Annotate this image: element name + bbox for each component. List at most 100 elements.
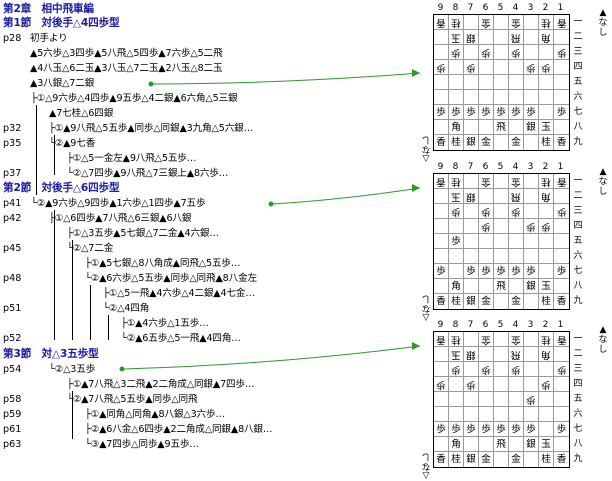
board-square <box>479 90 494 105</box>
board-piece: 歩 <box>479 219 494 234</box>
board-square <box>554 75 569 90</box>
arrow-line <box>270 187 421 205</box>
board-square <box>554 437 569 452</box>
board-square <box>494 362 509 377</box>
gote-mark: ▲ <box>599 325 607 335</box>
board-piece: 歩 <box>509 422 524 437</box>
board-square <box>479 279 494 294</box>
board-square <box>434 45 449 60</box>
page-number: p61 <box>3 424 22 435</box>
column-label: 2 <box>542 3 549 13</box>
board-piece: 桂 <box>539 332 554 347</box>
board-square <box>509 234 524 249</box>
board-square <box>524 234 539 249</box>
column-label: 1 <box>557 3 564 13</box>
board-square <box>494 377 509 392</box>
page-number: p51 <box>3 303 22 314</box>
gote-piece: 銀 <box>466 349 476 360</box>
row-label: 六 <box>573 409 583 419</box>
board-square <box>554 90 569 105</box>
board-piece: 歩 <box>434 377 449 392</box>
gote-piece: 金 <box>511 176 521 187</box>
row-label: 五 <box>573 77 583 87</box>
board-square <box>494 30 509 45</box>
gote-piece: 銀 <box>466 191 476 202</box>
board-piece: 桂 <box>539 135 554 150</box>
gote-piece: 香 <box>436 17 446 28</box>
sente-piece: 歩 <box>466 424 476 435</box>
row-label: 三 <box>573 206 583 216</box>
board-piece: 角 <box>539 30 554 45</box>
board-square <box>539 204 554 219</box>
board-piece: 玉 <box>449 189 464 204</box>
board-piece: 玉 <box>449 30 464 45</box>
board-square <box>464 75 479 90</box>
board-square <box>494 332 509 347</box>
board-piece: 歩 <box>479 204 494 219</box>
board-square <box>494 407 509 422</box>
board-piece: 桂 <box>449 294 464 309</box>
board-piece: 歩 <box>449 105 464 120</box>
board-piece: 歩 <box>524 392 539 407</box>
page-number: p37 <box>3 168 22 179</box>
gote-hand: ▲な し <box>597 8 609 38</box>
gote-mark: ▲ <box>599 167 607 177</box>
gote-piece: 歩 <box>556 47 567 58</box>
page-number: p58 <box>3 394 22 405</box>
row-label: 七 <box>573 266 583 276</box>
sente-piece: 歩 <box>526 424 536 435</box>
board-square <box>524 45 539 60</box>
board-square <box>479 120 494 135</box>
sente-piece: 歩 <box>526 266 536 277</box>
gote-piece: 歩 <box>451 364 461 375</box>
board-square <box>479 189 494 204</box>
board-square <box>464 120 479 135</box>
row-label: 二 <box>573 191 583 201</box>
gote-piece: 飛 <box>511 349 521 360</box>
sente-hand-text: な し <box>421 134 431 154</box>
board-square <box>494 204 509 219</box>
sente-piece: 金 <box>511 454 521 465</box>
page-number: p35 <box>3 138 22 149</box>
sente-piece: 歩 <box>466 107 476 118</box>
board-square <box>434 90 449 105</box>
sente-piece: 歩 <box>481 107 491 118</box>
board-square <box>449 249 464 264</box>
sente-piece: 飛 <box>496 122 506 133</box>
move-line: ├①▲4六歩△1五歩… <box>121 318 209 329</box>
column-label: 3 <box>527 320 534 330</box>
board-square <box>509 437 524 452</box>
sente-piece: 飛 <box>496 439 506 450</box>
gote-piece: 飛 <box>511 191 521 202</box>
row-label: 六 <box>573 92 583 102</box>
board-square <box>464 407 479 422</box>
gote-mark: ▲ <box>599 8 607 18</box>
board-square <box>539 249 554 264</box>
board-square <box>464 15 479 30</box>
arrow-start-dot <box>268 201 274 207</box>
board-square <box>434 407 449 422</box>
board-piece: 歩 <box>509 105 524 120</box>
board-square <box>449 264 464 279</box>
board-square <box>539 45 554 60</box>
board-piece: 角 <box>449 120 464 135</box>
row-label: 一 <box>573 176 583 186</box>
board-square <box>509 75 524 90</box>
board-square <box>554 120 569 135</box>
board-piece: 歩 <box>449 234 464 249</box>
board-piece: 歩 <box>509 45 524 60</box>
gote-piece: 金 <box>481 176 491 187</box>
sente-piece: 角 <box>451 122 461 133</box>
board-square <box>434 279 449 294</box>
row-label: 四 <box>573 379 583 389</box>
move-line: └②▲9六歩△9四歩▲1六歩△1四歩▲7五歩 <box>31 198 206 209</box>
board-square <box>449 219 464 234</box>
board-piece: 桂 <box>449 15 464 30</box>
board-piece: 歩 <box>449 204 464 219</box>
gote-piece: 歩 <box>526 221 536 232</box>
row-label: 七 <box>573 107 583 117</box>
board-piece: 歩 <box>524 105 539 120</box>
board-piece: 銀 <box>524 437 539 452</box>
gote-piece: 金 <box>511 334 521 345</box>
sente-piece: 金 <box>481 296 491 307</box>
